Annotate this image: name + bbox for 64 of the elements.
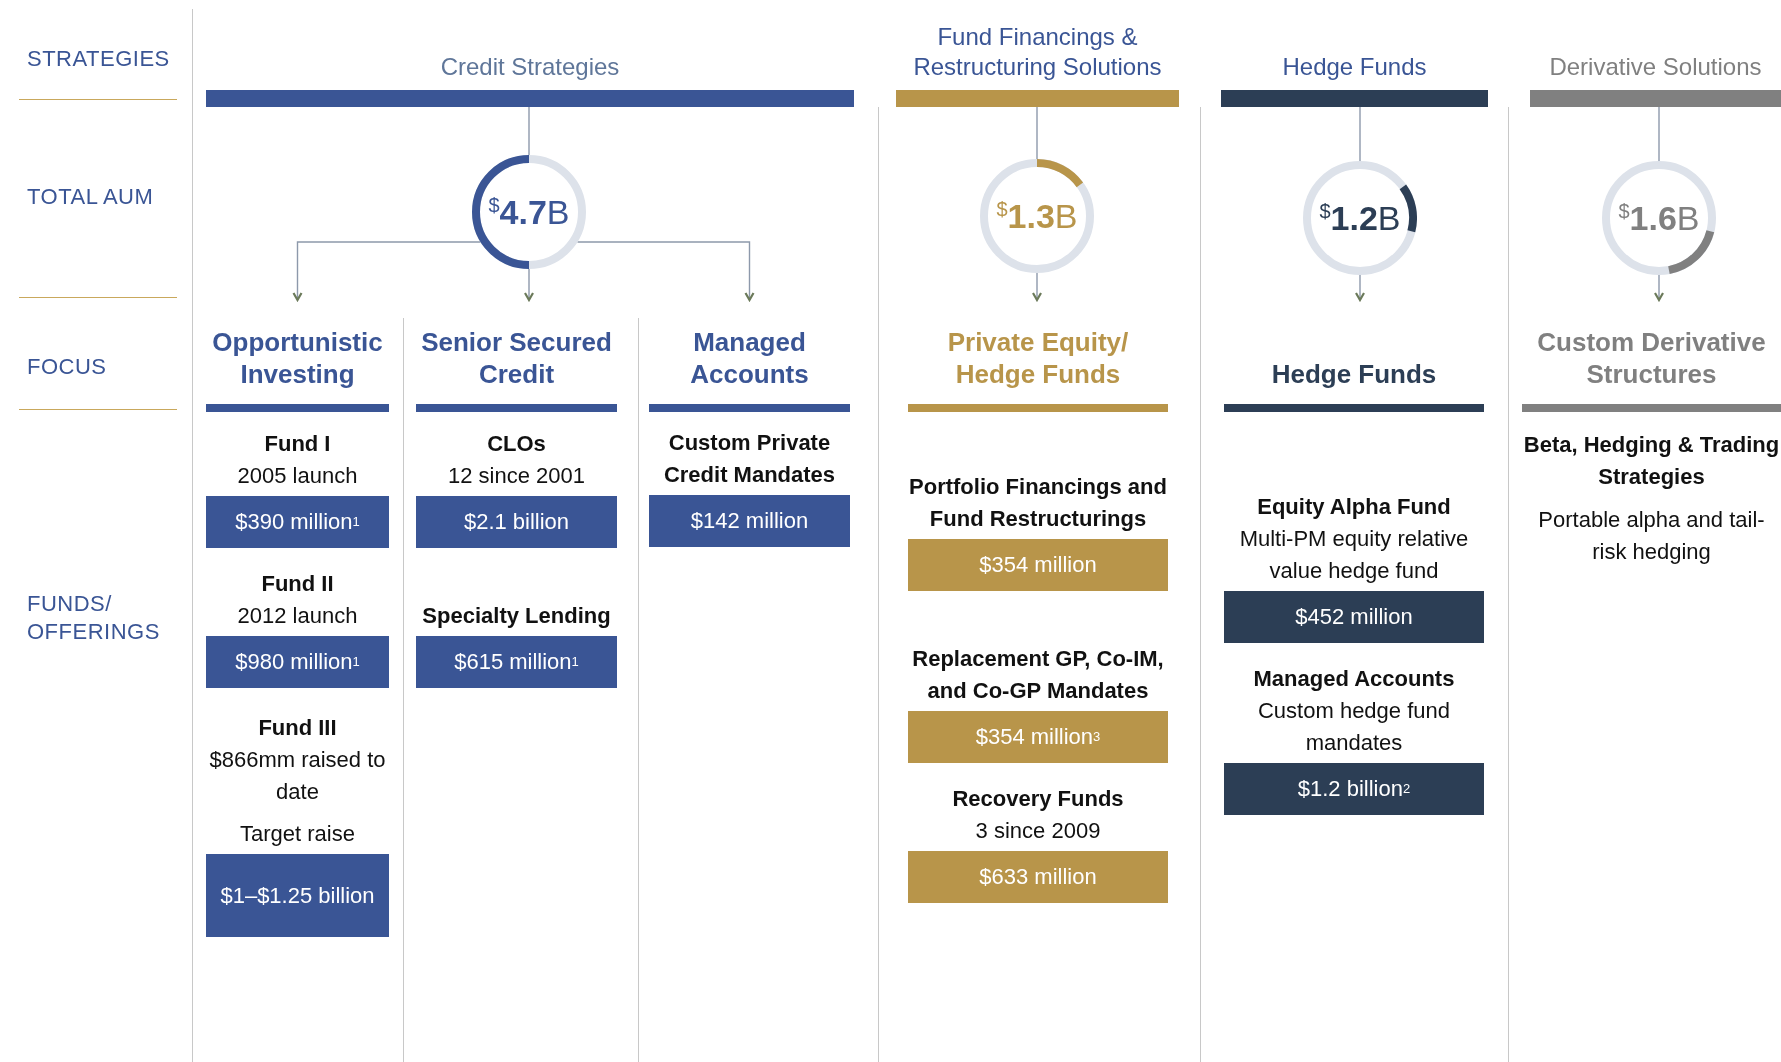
aum-value: $^{$}$1.6B <box>1618 198 1700 238</box>
fund-description: Target raise <box>240 820 355 848</box>
arrow <box>576 241 755 302</box>
fund-name: Fund I <box>264 430 331 458</box>
aum-ring <box>472 155 586 269</box>
row-label: TOTAL AUM <box>27 183 155 211</box>
arrow <box>1031 272 1043 302</box>
fund-description: 2012 launch <box>237 602 358 630</box>
focus-title: Hedge Funds <box>1271 358 1437 390</box>
focus-title: Opportunistic Investing <box>211 326 384 390</box>
fund-description: 3 since 2009 <box>975 817 1101 845</box>
fund-name: Custom Private Credit Mandates <box>662 429 837 489</box>
row-label: STRATEGIES <box>27 45 171 73</box>
row-label: FOCUS <box>27 353 108 381</box>
connector-line <box>1658 106 1660 162</box>
aum-value: $^{$}$1.2B <box>1319 198 1401 238</box>
fund-description: Multi-PM equity relative value hedge fund <box>1238 525 1470 585</box>
focus-title: Senior Secured Credit <box>420 326 613 390</box>
aum-value-box: $452 million <box>1224 591 1484 643</box>
fund-description: $866mm raised to date <box>208 746 387 806</box>
aum-ring <box>1303 161 1417 275</box>
aum-value: $^{$}$4.7B <box>488 192 570 232</box>
fund-description: 2005 launch <box>237 462 358 490</box>
aum-value: $^{$}$1.3B <box>996 196 1078 236</box>
arrow <box>523 268 535 302</box>
aum-value-box: $1–$1.25 billion <box>206 854 389 937</box>
aum-value-box: $2.1 billion <box>416 496 617 548</box>
connector-line <box>1359 106 1361 162</box>
aum-value-box: $354 million$^{3}$ <box>908 711 1168 763</box>
fund-name: Equity Alpha Fund <box>1257 493 1451 521</box>
fund-name: Specialty Lending <box>422 602 611 630</box>
arrow <box>1354 274 1366 302</box>
fund-name: Managed Accounts <box>1253 665 1455 693</box>
aum-value-box: $390 million$^{1}$ <box>206 496 389 548</box>
fund-description: 12 since 2001 <box>448 462 585 490</box>
strategy-title: Derivative Solutions <box>1549 52 1762 82</box>
fund-name: CLOs <box>487 430 546 458</box>
offering-name: Beta, Hedging & Trading Strategies <box>1522 431 1781 491</box>
connector-line <box>1036 106 1038 160</box>
offering-description: Portable alpha and tail-risk hedging <box>1537 506 1766 566</box>
aum-value-box: $1.2 billion$^{2}$ <box>1224 763 1484 815</box>
aum-value-box: $615 million$^{1}$ <box>416 636 617 688</box>
focus-title: Managed Accounts <box>689 326 810 390</box>
aum-value-box: $142 million <box>649 495 850 547</box>
fund-name: Fund III <box>258 714 337 742</box>
fund-name: Recovery Funds <box>952 785 1124 813</box>
aum-ring <box>980 159 1094 273</box>
arrow <box>1653 274 1665 302</box>
row-label: FUNDS/ OFFERINGS <box>27 590 161 646</box>
fund-name: Replacement GP, Co-IM, and Co-GP Mandates <box>911 645 1165 705</box>
aum-value-box: $354 million <box>908 539 1168 591</box>
focus-title: Custom Derivative Structures <box>1536 326 1767 390</box>
aum-ring <box>1602 161 1716 275</box>
aum-value-box: $633 million <box>908 851 1168 903</box>
connector-line <box>528 106 530 156</box>
strategy-title: Credit Strategies <box>440 52 620 82</box>
arrow <box>292 241 482 302</box>
strategy-title: Fund Financings & Restructuring Solutions <box>912 22 1163 82</box>
fund-description: Custom hedge fund mandates <box>1257 697 1451 757</box>
fund-name: Fund II <box>261 570 334 598</box>
aum-value-box: $980 million$^{1}$ <box>206 636 389 688</box>
focus-title: Private Equity/ Hedge Funds <box>946 326 1130 390</box>
strategy-title: Hedge Funds <box>1282 52 1427 82</box>
fund-name: Portfolio Financings and Fund Restructurings <box>908 473 1168 533</box>
